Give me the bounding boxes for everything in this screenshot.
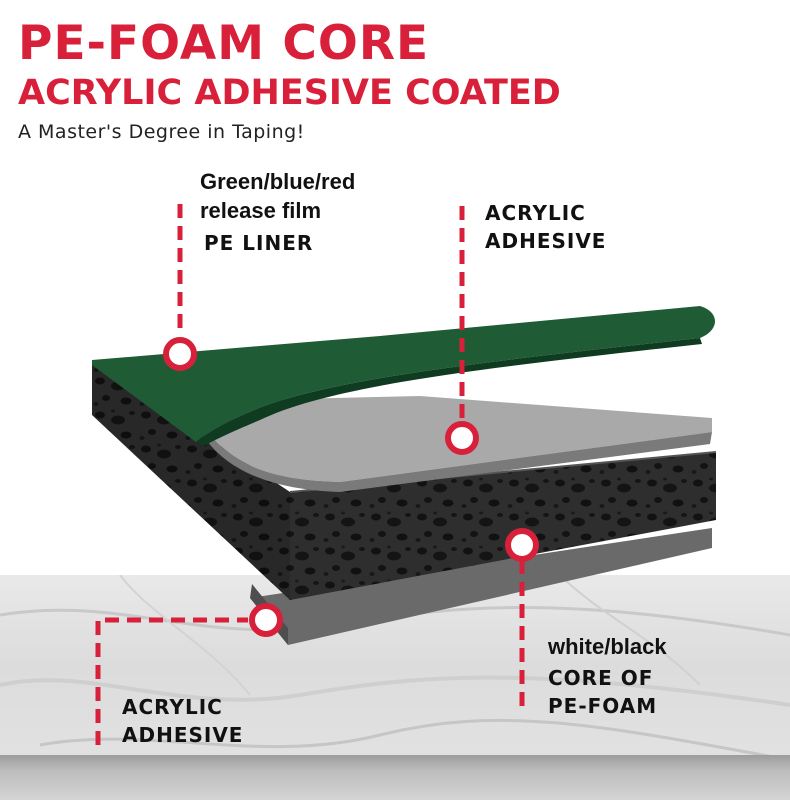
top-adhesive-label: ACRYLIC ADHESIVE bbox=[485, 199, 606, 255]
page-subtitle: ACRYLIC ADHESIVE COATED bbox=[18, 73, 561, 113]
core-line3: PE-FOAM bbox=[548, 694, 658, 718]
core-line2: CORE OF bbox=[548, 666, 654, 690]
top-adhesive-line2: ADHESIVE bbox=[485, 229, 607, 253]
top-adhesive-line1: ACRYLIC bbox=[485, 201, 586, 225]
green-liner-layer bbox=[92, 306, 715, 446]
bottom-adhesive-line2: ADHESIVE bbox=[122, 723, 244, 747]
callout-top-adhesive bbox=[445, 206, 479, 455]
callout-bottom-adhesive bbox=[95, 603, 283, 745]
callout-release-film bbox=[163, 204, 197, 371]
bottom-adhesive-label: ACRYLIC ADHESIVE bbox=[122, 693, 243, 749]
core-label: CORE OF PE-FOAM bbox=[548, 664, 657, 720]
bottom-adhesive-line1: ACRYLIC bbox=[122, 695, 223, 719]
pe-liner-label: PE LINER bbox=[204, 231, 314, 255]
marble-edge bbox=[0, 755, 790, 800]
release-film-line2: release film bbox=[200, 198, 322, 223]
core-color-label: white/black bbox=[548, 634, 667, 659]
release-film-label: Green/blue/red release film bbox=[200, 167, 355, 225]
release-film-line1: Green/blue/red bbox=[200, 169, 356, 194]
page-title: PE-FOAM CORE bbox=[18, 16, 430, 71]
tagline: A Master's Degree in Taping! bbox=[18, 121, 305, 143]
callout-foam-core bbox=[505, 528, 539, 712]
